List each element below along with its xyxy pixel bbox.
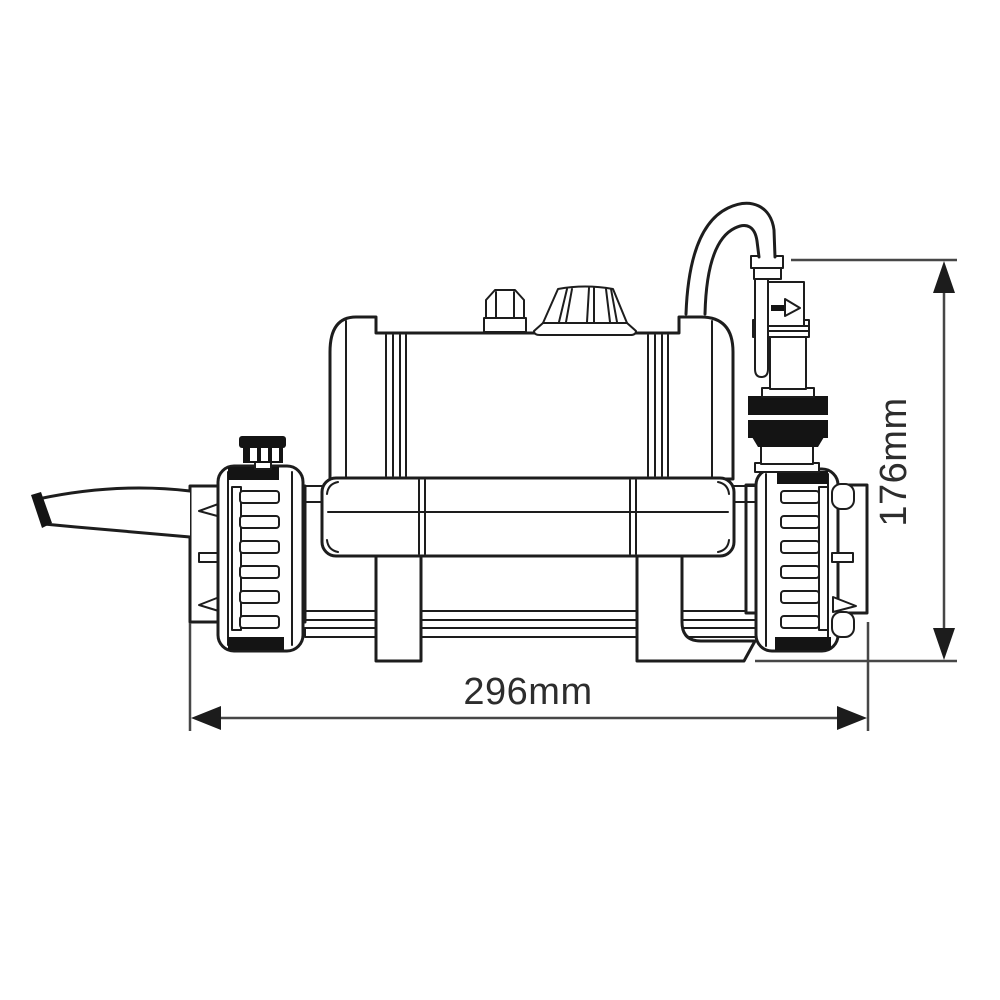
heater-tube	[320, 476, 736, 558]
arrow-up-icon	[933, 261, 955, 293]
right-cap-bottom-band	[775, 637, 831, 650]
air-vent-knob	[239, 436, 286, 470]
tube-corner-seams	[326, 481, 730, 553]
sensor-cable-inner	[703, 224, 761, 316]
power-cable	[31, 486, 192, 539]
nut-facets	[495, 291, 515, 319]
left-cap-top-band	[228, 467, 279, 480]
right-stub	[733, 485, 757, 503]
right-foot-bracket	[635, 554, 757, 663]
right-vent-lines	[647, 334, 669, 477]
arrow-right-icon	[837, 706, 867, 730]
left-fin	[239, 615, 280, 629]
arrow-down-icon	[933, 628, 955, 660]
flow-switch-assembly	[748, 255, 828, 473]
thermostat-knob	[533, 285, 637, 336]
bolt-head	[831, 483, 855, 510]
vent-slot	[272, 448, 279, 461]
power-cable-end	[31, 492, 52, 528]
bolt-head	[831, 611, 855, 638]
union-body	[760, 445, 814, 465]
tube-body	[320, 476, 736, 558]
left-stub	[304, 485, 323, 503]
power-cable-fill	[38, 487, 190, 537]
right-collar-joint	[629, 479, 637, 555]
left-fin	[239, 490, 280, 504]
left-fin	[239, 590, 280, 604]
sensor-cable-outer	[684, 201, 777, 316]
left-fin-spine	[231, 486, 242, 631]
knob-ridges	[558, 287, 618, 323]
left-collar-joint	[418, 479, 426, 555]
dimension-width: 296mm	[188, 622, 870, 731]
switch-stem	[769, 335, 807, 390]
right-end-cap	[754, 467, 840, 653]
flow-arrow-shaft	[771, 305, 785, 311]
sensor-cable	[684, 201, 777, 316]
dimension-height: 176mm	[755, 258, 957, 663]
right-fin	[780, 565, 820, 579]
height-dimension-label: 176mm	[873, 397, 915, 526]
left-cap-inner-edges	[227, 471, 293, 646]
left-fin	[239, 540, 280, 554]
right-fin	[780, 490, 820, 504]
power-cable-top	[36, 486, 192, 501]
sensor-probe	[754, 278, 769, 378]
width-dimension-label: 296mm	[463, 671, 592, 713]
sensor-cap	[750, 255, 784, 269]
left-end-cap	[216, 464, 305, 653]
sensor-cable-fill	[686, 203, 775, 314]
right-cap-top-band	[777, 471, 828, 484]
right-fin	[780, 515, 820, 529]
left-fin	[239, 565, 280, 579]
right-fin	[780, 540, 820, 554]
power-cable-bottom	[42, 522, 192, 539]
right-fin	[780, 590, 820, 604]
vent-slot	[250, 448, 257, 461]
right-fin	[780, 615, 820, 629]
nut-base	[483, 317, 527, 333]
pressure-relief-nut	[483, 289, 527, 333]
vent-slot	[261, 448, 268, 461]
nut-cap	[485, 289, 525, 319]
right-plate-clip	[832, 596, 857, 613]
union-nut-taper	[752, 437, 824, 447]
arrow-left-icon	[191, 706, 221, 730]
right-fin-spine	[818, 486, 829, 631]
pipe-stubs	[304, 485, 757, 503]
left-foot	[374, 554, 423, 663]
knob-base-flange	[533, 322, 637, 336]
flow-direction-arrow-icon	[784, 298, 801, 317]
right-plate-details	[831, 483, 857, 638]
left-vent-lines	[385, 334, 407, 477]
control-box	[328, 315, 735, 481]
left-fin	[239, 515, 280, 529]
union-nut-stripe	[748, 415, 828, 420]
left-cap-bottom-band	[228, 637, 284, 650]
control-box-housing	[328, 315, 735, 481]
right-plate-tab	[831, 552, 854, 563]
